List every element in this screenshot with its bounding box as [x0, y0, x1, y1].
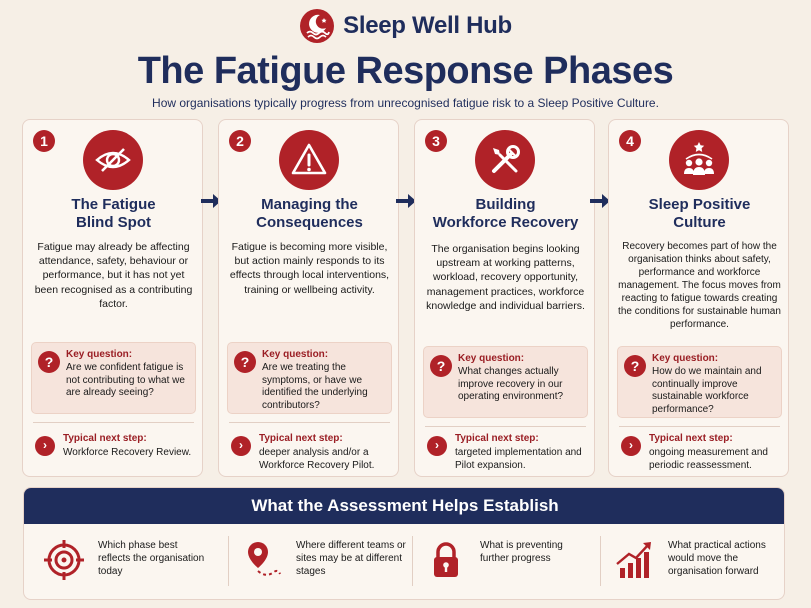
- assessment-item-text: What practical actions would move the or…: [668, 540, 766, 577]
- phase-description: Fatigue is becoming more visible, but ac…: [229, 241, 390, 296]
- key-question-box: ? Key question: Are we confident fatigue…: [31, 342, 196, 414]
- chevron-right-icon: ›: [621, 436, 641, 456]
- chevron-right-icon: ›: [231, 436, 251, 456]
- chevron-right-icon: ›: [35, 436, 55, 456]
- assessment-item-text: What is preventing further progress: [480, 540, 563, 564]
- key-question-box: ? Key question: Are we treating the symp…: [227, 342, 392, 414]
- phase-description: Fatigue may already be affecting attenda…: [34, 241, 193, 310]
- phase-description: Recovery becomes part of how the organis…: [618, 241, 781, 330]
- next-step-text: targeted implementation and Pilot expans…: [455, 447, 582, 471]
- page-title: The Fatigue Response Phases: [137, 50, 674, 92]
- phase-card-4: 4 Sleep Positive Culture Recovery become…: [608, 119, 789, 477]
- assessment-item-barriers: What is preventing further progress: [422, 534, 602, 590]
- phase-number: 1: [33, 130, 55, 152]
- phase-card-1: 1 The Fatigue Blind Spot Fatigue may alr…: [22, 119, 203, 477]
- warning-triangle-icon: [279, 130, 339, 190]
- team-star-icon: [669, 130, 729, 190]
- divider: [619, 426, 780, 427]
- next-step-text: Workforce Recovery Review.: [63, 447, 192, 458]
- map-pin-route-icon: [238, 536, 286, 584]
- next-step-text: deeper analysis and/or a Workforce Recov…: [259, 447, 375, 471]
- next-step-label: Typical next step:: [63, 433, 147, 444]
- phase-card-2: 2 Managing the Consequences Fatigue is b…: [218, 119, 399, 477]
- question-icon: ?: [38, 351, 60, 373]
- chevron-right-icon: ›: [427, 436, 447, 456]
- phase-description: The organisation begins looking upstream…: [426, 243, 585, 312]
- divider: [425, 426, 586, 427]
- next-step-label: Typical next step:: [455, 433, 539, 444]
- question-icon: ?: [624, 355, 646, 377]
- phase-number: 2: [229, 130, 251, 152]
- key-question-text: How do we maintain and continually impro…: [652, 366, 762, 415]
- next-step-text: ongoing measurement and periodic reasses…: [649, 447, 768, 471]
- assessment-item-text: Where different teams or sites may be at…: [296, 540, 406, 577]
- page-subtitle: How organisations typically progress fro…: [152, 96, 659, 110]
- assessment-title: What the Assessment Helps Establish: [24, 488, 784, 524]
- divider: [33, 422, 194, 423]
- phase-card-3: 3 Building Workforce Recovery The organi…: [414, 119, 595, 477]
- key-question-box: ? Key question: What changes actually im…: [423, 346, 588, 418]
- key-question-text: Are we confident fatigue is not contribu…: [66, 362, 185, 398]
- divider: [412, 536, 413, 586]
- moon-waves-logo-icon: [300, 9, 335, 43]
- key-question-label: Key question:: [458, 353, 525, 364]
- key-question-label: Key question:: [262, 349, 329, 360]
- phase-title: The Fatigue Blind Spot: [71, 196, 156, 231]
- brand-name: Sleep Well Hub: [343, 12, 512, 39]
- phase-title: Managing the Consequences: [256, 196, 363, 231]
- arrow-right-icon: [396, 194, 416, 208]
- divider: [600, 536, 601, 586]
- key-question-text: Are we treating the symptoms, or have we…: [262, 362, 368, 411]
- key-question-label: Key question:: [66, 349, 133, 360]
- eye-slash-icon: [83, 130, 143, 190]
- key-question-text: What changes actually improve recovery i…: [458, 366, 564, 402]
- next-step-label: Typical next step:: [649, 433, 733, 444]
- phase-number: 3: [425, 130, 447, 152]
- arrow-right-icon: [201, 194, 221, 208]
- brand: Sleep Well Hub: [0, 8, 811, 44]
- phase-number: 4: [619, 130, 641, 152]
- assessment-item-phase: Which phase best reflects the organisati…: [40, 534, 220, 590]
- tools-icon: [475, 130, 535, 190]
- assessment-panel: What the Assessment Helps Establish Whic…: [23, 487, 785, 600]
- phase-title: Sleep Positive Culture: [648, 196, 751, 231]
- key-question-box: ? Key question: How do we maintain and c…: [617, 346, 782, 418]
- growth-chart-icon: [610, 536, 658, 584]
- assessment-item-text: Which phase best reflects the organisati…: [98, 540, 205, 577]
- target-icon: [40, 536, 88, 584]
- divider: [228, 536, 229, 586]
- question-icon: ?: [430, 355, 452, 377]
- assessment-item-stages: Where different teams or sites may be at…: [238, 534, 418, 590]
- divider: [229, 422, 390, 423]
- arrow-right-icon: [590, 194, 610, 208]
- question-icon: ?: [234, 351, 256, 373]
- padlock-icon: [422, 536, 470, 584]
- next-step-label: Typical next step:: [259, 433, 343, 444]
- phase-title: Building Workforce Recovery: [432, 196, 579, 231]
- assessment-item-actions: What practical actions would move the or…: [610, 534, 784, 590]
- key-question-label: Key question:: [652, 353, 719, 364]
